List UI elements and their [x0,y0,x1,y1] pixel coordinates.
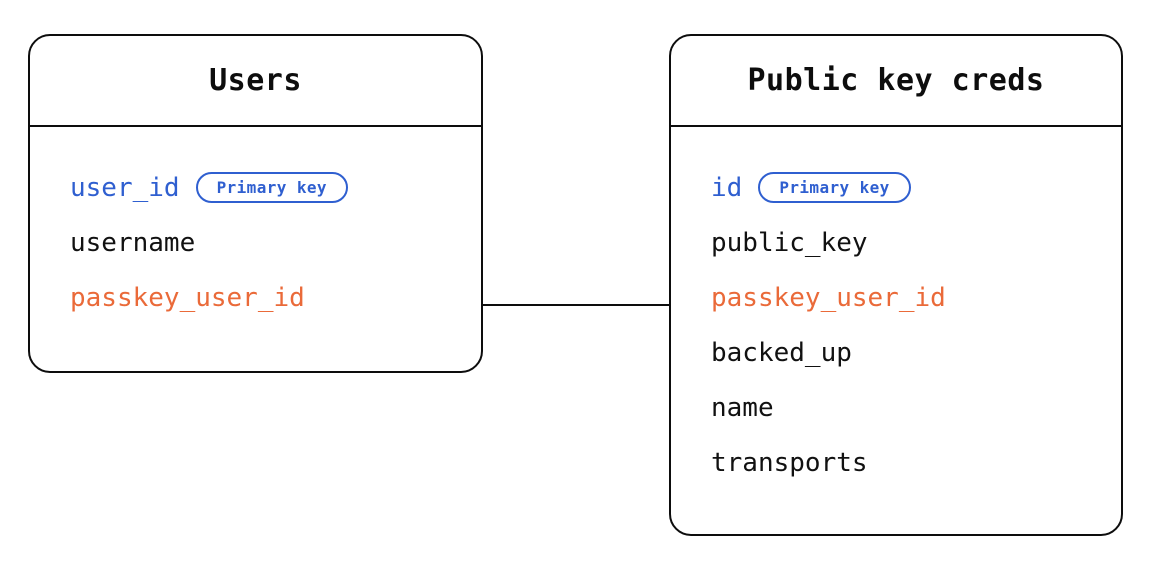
field-name-id: id [711,172,743,203]
field-name-name: name [711,392,774,423]
entity-public-key-creds-field-list: id Primary key public_key passkey_user_i… [671,127,1121,490]
entity-users-field-list: user_id Primary key username passkey_use… [30,127,481,325]
field-row[interactable]: passkey_user_id [711,270,1121,325]
primary-key-badge: Primary key [195,172,348,203]
field-row[interactable]: id Primary key [711,160,1121,215]
field-name-passkey-user-id: passkey_user_id [70,282,305,313]
field-name-public-key: public_key [711,227,868,258]
field-name-user-id: user_id [70,172,180,203]
field-name-passkey-user-id: passkey_user_id [711,282,946,313]
field-name-username: username [70,227,196,258]
entity-public-key-creds[interactable]: Public key creds id Primary key public_k… [669,34,1123,536]
field-row[interactable]: user_id Primary key [70,160,481,215]
field-name-backed-up: backed_up [711,337,852,368]
field-row[interactable]: passkey_user_id [70,270,481,325]
field-row[interactable]: username [70,215,481,270]
field-name-transports: transports [711,447,868,478]
relationship-connector-line [482,304,671,306]
primary-key-badge: Primary key [758,172,911,203]
field-row[interactable]: backed_up [711,325,1121,380]
entity-users[interactable]: Users user_id Primary key username passk… [28,34,483,373]
entity-public-key-creds-title: Public key creds [671,36,1121,127]
entity-users-title: Users [30,36,481,127]
field-row[interactable]: transports [711,435,1121,490]
field-row[interactable]: public_key [711,215,1121,270]
field-row[interactable]: name [711,380,1121,435]
